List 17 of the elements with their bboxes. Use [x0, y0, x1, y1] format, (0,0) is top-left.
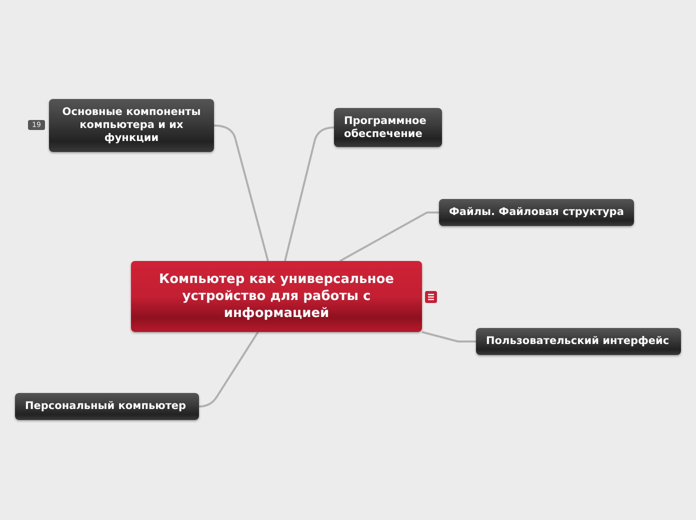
connector-line: [214, 124, 269, 262]
connector-line: [422, 331, 476, 342]
topic-text: Компьютер как универсальное устройство для работы с информацией: [158, 271, 395, 322]
topic-text: Программное обеспечение: [344, 114, 428, 140]
topic-box: [439, 199, 634, 226]
topic-text: Файлы. Файловая структура: [449, 206, 624, 219]
topic-box: [334, 108, 442, 147]
topic-text: Основные компоненты компьютера и их функции: [61, 106, 202, 145]
topic-text: Персональный компьютер: [25, 400, 186, 413]
central-topic: [131, 261, 422, 332]
connector-line: [340, 212, 439, 262]
topic-box: [15, 393, 199, 420]
topic-text: Пользовательский интерфейс: [486, 335, 670, 348]
topic-box: [476, 328, 681, 355]
connector-line: [198, 331, 259, 408]
topic-box: [49, 99, 214, 152]
connector-line: [284, 126, 334, 262]
